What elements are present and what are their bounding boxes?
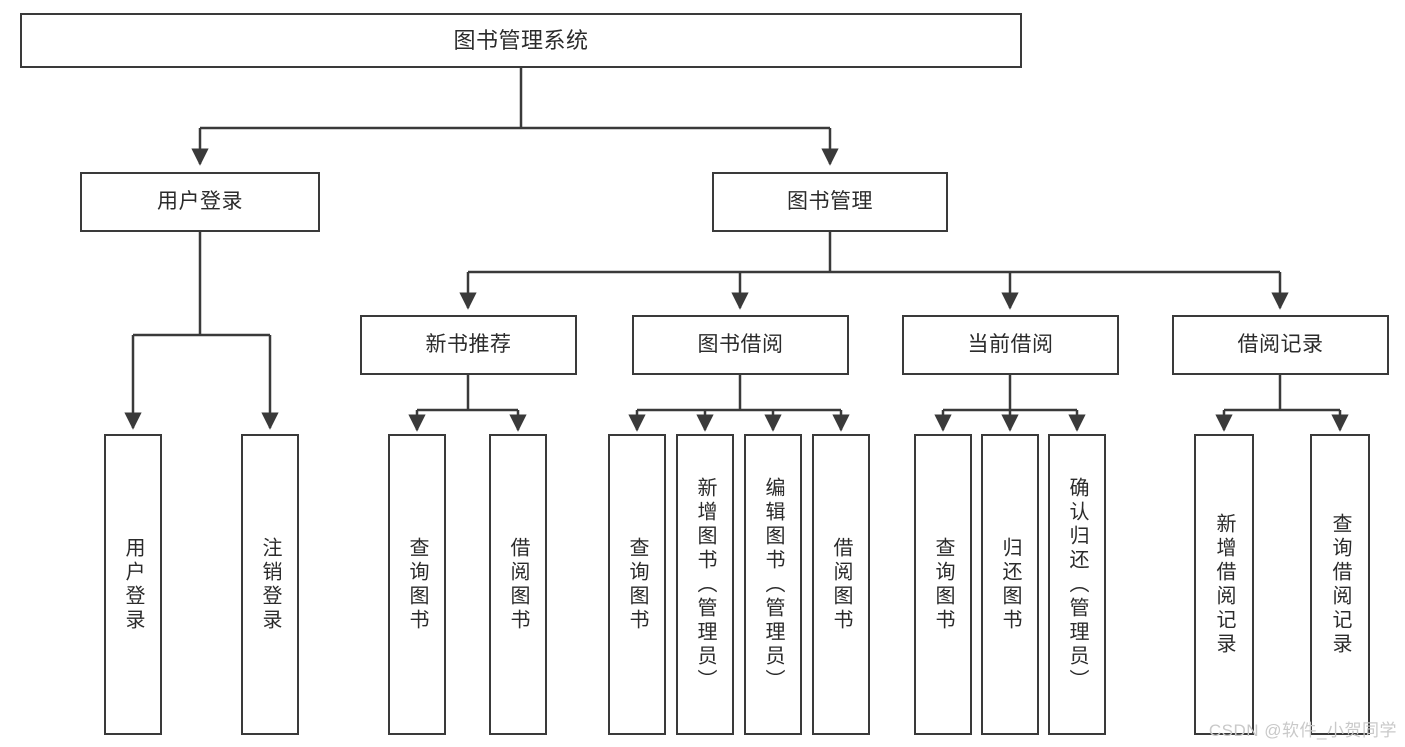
node-label: 新书推荐 xyxy=(425,332,512,356)
node-label: 借阅图书 xyxy=(830,536,852,633)
leaf-borrow-record-add-record[interactable]: 新增借阅记录 xyxy=(1194,434,1254,735)
leaf-new-book-query-book[interactable]: 查询图书 xyxy=(388,434,446,735)
node-label: 当前借阅 xyxy=(967,332,1054,356)
node-label: 查询图书 xyxy=(626,536,648,633)
node-label: 新增图书（管理员） xyxy=(694,476,716,693)
node-label: 用户登录 xyxy=(157,189,243,213)
node-label: 查询图书 xyxy=(932,536,954,633)
node-label: 确认归还（管理员） xyxy=(1066,476,1088,693)
node-label: 图书管理 xyxy=(787,189,873,213)
leaf-current-borrow-query-book[interactable]: 查询图书 xyxy=(914,434,972,735)
node-label: 编辑图书（管理员） xyxy=(762,476,784,693)
node-new-book-recommend[interactable]: 新书推荐 xyxy=(360,315,577,375)
node-label: 借阅图书 xyxy=(507,536,529,633)
leaf-current-borrow-confirm-return-admin[interactable]: 确认归还（管理员） xyxy=(1048,434,1106,735)
node-label: 查询借阅记录 xyxy=(1329,512,1351,657)
leaf-borrow-record-query-record[interactable]: 查询借阅记录 xyxy=(1310,434,1370,735)
node-label: 注销登录 xyxy=(259,536,281,633)
node-label: 借阅记录 xyxy=(1237,332,1324,356)
csdn-watermark: CSDN @软件_小贺同学 xyxy=(1208,721,1397,740)
node-book-management[interactable]: 图书管理 xyxy=(712,172,948,232)
node-current-borrow[interactable]: 当前借阅 xyxy=(902,315,1119,375)
leaf-user-login-login[interactable]: 用户登录 xyxy=(104,434,162,735)
leaf-book-borrow-add-book-admin[interactable]: 新增图书（管理员） xyxy=(676,434,734,735)
node-label: 查询图书 xyxy=(406,536,428,633)
leaf-book-borrow-edit-book-admin[interactable]: 编辑图书（管理员） xyxy=(744,434,802,735)
node-label: 图书管理系统 xyxy=(453,27,589,53)
node-root-book-management-system[interactable]: 图书管理系统 xyxy=(20,13,1022,68)
node-borrow-record[interactable]: 借阅记录 xyxy=(1172,315,1389,375)
leaf-user-login-logout[interactable]: 注销登录 xyxy=(241,434,299,735)
node-label: 新增借阅记录 xyxy=(1213,512,1235,657)
leaf-book-borrow-query-book[interactable]: 查询图书 xyxy=(608,434,666,735)
node-label: 用户登录 xyxy=(122,536,144,633)
node-label: 归还图书 xyxy=(999,536,1021,633)
leaf-new-book-borrow-book[interactable]: 借阅图书 xyxy=(489,434,547,735)
leaf-book-borrow-borrow-book[interactable]: 借阅图书 xyxy=(812,434,870,735)
node-book-borrow[interactable]: 图书借阅 xyxy=(632,315,849,375)
node-user-login[interactable]: 用户登录 xyxy=(80,172,320,232)
leaf-current-borrow-return-book[interactable]: 归还图书 xyxy=(981,434,1039,735)
node-label: 图书借阅 xyxy=(697,332,784,356)
